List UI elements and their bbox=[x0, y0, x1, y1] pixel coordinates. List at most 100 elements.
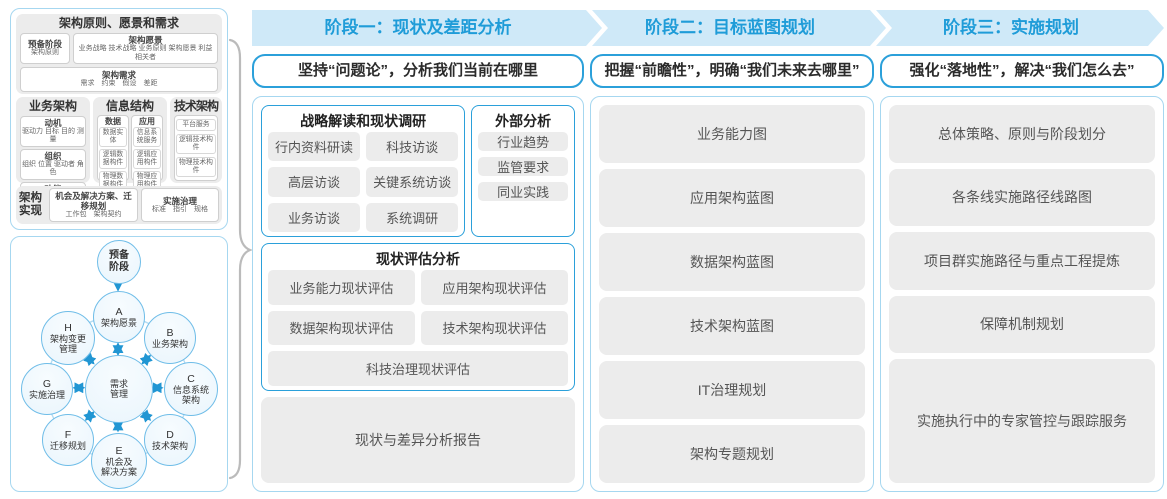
task-item: 监管要求 bbox=[478, 157, 568, 176]
group-title: 现状评估分析 bbox=[376, 251, 460, 267]
circle-line: 管理 bbox=[109, 389, 128, 399]
deliverable-item: 实施执行中的专家管控与跟踪服务 bbox=[889, 359, 1155, 483]
gap-analysis-report: 现状与差异分析报告 bbox=[261, 397, 575, 483]
node-letter: D bbox=[166, 428, 174, 441]
implementation-governance-box: 实施治理 标准 指引 规格 bbox=[140, 188, 219, 222]
phase-3-subtitle: 强化“落地性”，解决“我们怎么去” bbox=[880, 54, 1164, 88]
circle-line: 信息系统 bbox=[172, 384, 209, 395]
survey-grid: 行内资料研读 科技访谈 高层访谈 关键系统访谈 业务访谈 系统调研 bbox=[268, 132, 459, 232]
circle-line: 迁移规划 bbox=[49, 440, 86, 451]
circle-line: 业务架构 bbox=[151, 338, 188, 349]
box-title: 架构愿景 bbox=[128, 35, 163, 45]
strategy-survey-group: 战略解读和现状调研 行内资料研读 科技访谈 高层访谈 关键系统访谈 业务访谈 系… bbox=[261, 105, 466, 237]
curly-brace bbox=[228, 38, 253, 480]
box-sub: 业务战略 技术战略 业务原则 架构愿景 利益相关者 bbox=[78, 45, 213, 61]
task-item: 科技访谈 bbox=[366, 132, 459, 162]
technology-architecture-section: 技术架构 平台服务 逻辑技术构件 物理技术构件 bbox=[169, 96, 222, 183]
task-item: 同业实践 bbox=[478, 182, 568, 201]
motivation-box: 动机 驱动力 目标 目的 测量 bbox=[20, 115, 86, 147]
node-a-architecture-vision: A 架构愿景 bbox=[93, 291, 145, 343]
node-letter: B bbox=[166, 326, 174, 339]
node-c-information-systems: C 信息系统 架构 bbox=[164, 362, 218, 416]
organization-box: 组织 组织 位置 驱动者 角色 bbox=[20, 148, 86, 180]
architecture-vision-box: 架构愿景 业务战略 技术战略 业务原则 架构愿景 利益相关者 bbox=[73, 33, 218, 64]
circle-line: 管理 bbox=[58, 344, 77, 354]
circle-line: 技术架构 bbox=[151, 440, 188, 451]
deliverable-item: 架构专题规划 bbox=[599, 425, 865, 483]
deliverable-item: 技术架构蓝图 bbox=[599, 297, 865, 355]
prelim-phase-box: 预备阶段 架构原则 bbox=[20, 33, 70, 64]
task-item: 关键系统访谈 bbox=[366, 167, 459, 197]
mini-box: 数据实体 bbox=[98, 126, 127, 147]
box-sub: 架构原则 bbox=[31, 49, 59, 57]
deliverable-item: 保障机制规划 bbox=[889, 295, 1155, 354]
phase-3-header: 阶段三：实施规划 bbox=[876, 10, 1164, 46]
arrow-h bbox=[83, 352, 97, 367]
group-title: 外部分析 bbox=[495, 113, 552, 129]
data-column: 数据 数据实体 逻辑数据构件 物理数据构件 bbox=[96, 114, 129, 191]
external-stack: 行业趋势 监管要求 同业实践 bbox=[478, 132, 568, 232]
circle-line: 架构变更 bbox=[49, 333, 86, 344]
phase-2-content: 业务能力图 应用架构蓝图 数据架构蓝图 技术架构蓝图 IT治理规划 架构专题规划 bbox=[590, 96, 874, 492]
mini-box: 物理技术构件 bbox=[175, 156, 216, 177]
deliverable-item: 应用架构蓝图 bbox=[599, 169, 865, 227]
deliverable-item: 项目群实施路径与重点工程提炼 bbox=[889, 232, 1155, 290]
mini-box: 信息系统服务 bbox=[132, 126, 161, 147]
node-letter: F bbox=[64, 428, 72, 441]
node-b-business-architecture: B 业务架构 bbox=[144, 312, 196, 364]
phase-1-subtitle: 坚持“问题论”，分析我们当前在哪里 bbox=[252, 54, 584, 88]
assessment-group: 现状评估分析 业务能力现状评估 应用架构现状评估 数据架构现状评估 技术架构现状… bbox=[261, 243, 575, 391]
circle-line: 需求 bbox=[109, 378, 128, 389]
circle-line: 实施治理 bbox=[28, 389, 65, 400]
node-e-opportunities-solutions: E 机会及 解决方案 bbox=[91, 433, 147, 489]
information-structure-section: 信息结构 数据 数据实体 逻辑数据构件 物理数据构件 应用 信息系统服务 逻辑应… bbox=[92, 96, 167, 191]
deliverable-item: 数据架构蓝图 bbox=[599, 233, 865, 291]
group-title: 战略解读和现状调研 bbox=[300, 113, 427, 129]
architecture-requirement-box: 架构需求 需求 约束 假设 差距 bbox=[20, 67, 218, 92]
section-title: 技术架构 bbox=[173, 98, 219, 113]
box-sub: 驱动力 目标 目的 测量 bbox=[22, 127, 84, 144]
arrow-f bbox=[83, 409, 97, 423]
togaf-structure-panel: 架构原则、愿景和需求 预备阶段 架构原则 架构愿景 业务战略 技术战略 业务原则… bbox=[10, 8, 228, 230]
box-sub: 工作包 架构契约 bbox=[65, 210, 122, 218]
deliverable-item: 各条线实施路径线路图 bbox=[889, 168, 1155, 227]
deliverable-item: 总体策略、原则与阶段划分 bbox=[889, 105, 1155, 163]
application-column: 应用 信息系统服务 逻辑应用构件 物理应用构件 bbox=[130, 114, 163, 191]
mini-box: 逻辑数据构件 bbox=[98, 148, 127, 169]
box-title: 实施治理 bbox=[162, 195, 197, 206]
box-title: 架构需求 bbox=[101, 70, 136, 80]
box-sub: 标准 指引 规格 bbox=[151, 205, 208, 213]
node-letter: H bbox=[64, 321, 72, 334]
node-h-change-management: H 架构变更 管理 bbox=[41, 311, 95, 365]
external-analysis-group: 外部分析 行业趋势 监管要求 同业实践 bbox=[471, 105, 575, 237]
assessment-grid: 业务能力现状评估 应用架构现状评估 数据架构现状评估 技术架构现状评估 科技治理… bbox=[268, 270, 568, 386]
phase-1-top-row: 战略解读和现状调研 行内资料研读 科技访谈 高层访谈 关键系统访谈 业务访谈 系… bbox=[261, 105, 575, 237]
arrow-b bbox=[139, 352, 153, 367]
phase-3-content: 总体策略、原则与阶段划分 各条线实施路径线路图 项目群实施路径与重点工程提炼 保… bbox=[880, 96, 1164, 492]
circle-line: 架构愿景 bbox=[100, 317, 137, 328]
info-columns: 数据 数据实体 逻辑数据构件 物理数据构件 应用 信息系统服务 逻辑应用构件 物… bbox=[96, 114, 163, 191]
box-sub: 组织 位置 驱动者 角色 bbox=[22, 160, 84, 177]
task-item: 数据架构现状评估 bbox=[268, 310, 415, 346]
mini-box: 逻辑应用构件 bbox=[132, 148, 161, 169]
node-letter: A bbox=[115, 305, 123, 318]
architecture-realization-section: 架构实现 机会及解决方案、迁移规划 工作包 架构契约 实施治理 标准 指引 规格 bbox=[16, 186, 222, 224]
task-item: 行内资料研读 bbox=[268, 132, 361, 162]
task-item: 高层访谈 bbox=[268, 167, 361, 197]
task-item: 技术架构现状评估 bbox=[421, 310, 568, 346]
box-sub: 需求 约束 假设 差距 bbox=[80, 80, 158, 87]
phase-1-header: 阶段一：现状及差距分析 bbox=[252, 10, 602, 46]
node-f-migration-planning: F 迁移规划 bbox=[42, 414, 94, 466]
architecture-domains-row: 业务架构 动机 驱动力 目标 目的 测量 组织 组织 位置 驱动者 角色 功能 … bbox=[16, 96, 222, 204]
prelim-vision-row: 预备阶段 架构原则 架构愿景 业务战略 技术战略 业务原则 架构愿景 利益相关者 bbox=[20, 33, 218, 64]
task-item: 科技治理现状评估 bbox=[268, 351, 568, 386]
circle-line: 预备 bbox=[109, 250, 129, 261]
node-letter: E bbox=[115, 444, 123, 457]
principles-vision-section: 架构原则、愿景和需求 预备阶段 架构原则 架构愿景 业务战略 技术战略 业务原则… bbox=[16, 14, 222, 94]
box-title: 机会及解决方案、迁移规划 bbox=[55, 190, 132, 211]
task-item: 系统调研 bbox=[366, 202, 459, 232]
circle-line: 解决方案 bbox=[100, 467, 137, 477]
deliverable-item: IT治理规划 bbox=[599, 361, 865, 419]
circle-line: 机会及 bbox=[105, 456, 133, 467]
